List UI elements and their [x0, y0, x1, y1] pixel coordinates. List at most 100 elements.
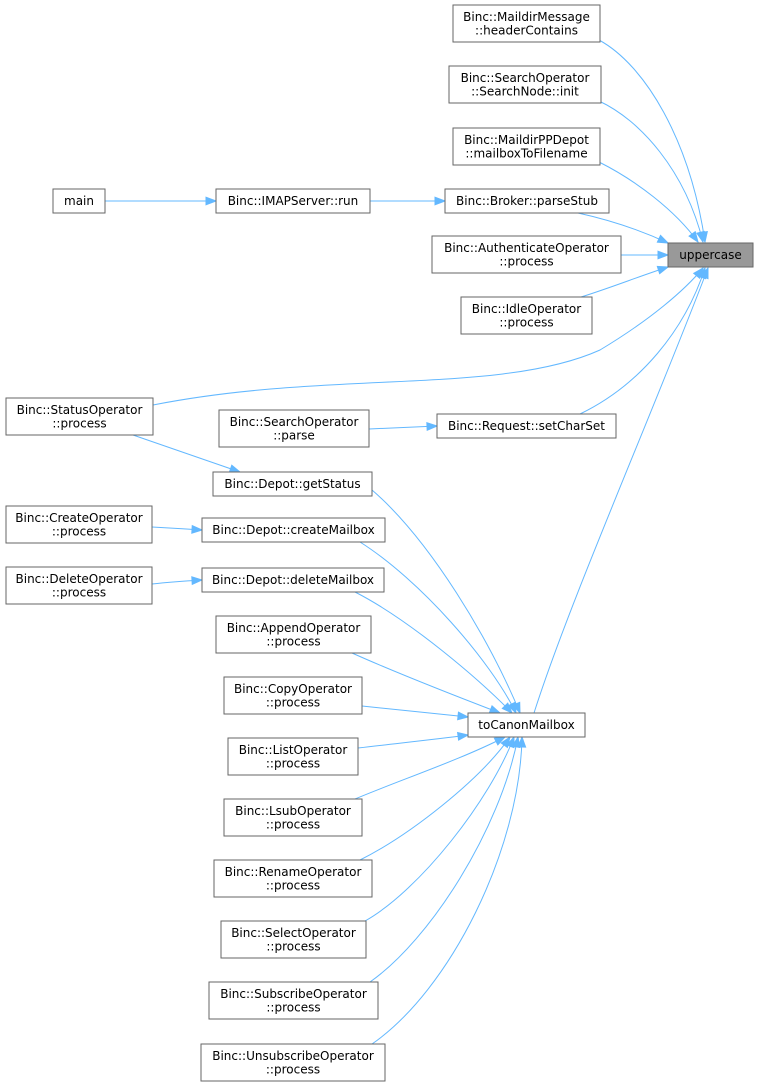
edge-headerContains-to-uppercase: [598, 39, 708, 244]
edge-lsubProcess-to-toCanonMailbox: [354, 736, 507, 800]
node-appendProcess[interactable]: Binc::AppendOperator::process: [215, 615, 372, 654]
node-label: ::process: [266, 878, 320, 892]
node-authProcess[interactable]: Binc::AuthenticateOperator::process: [431, 235, 622, 274]
edge-arrowhead: [434, 196, 447, 206]
node-label: ::process: [499, 254, 553, 268]
node-box[interactable]: [5, 397, 154, 436]
node-box[interactable]: [223, 676, 363, 715]
node-searchInit[interactable]: Binc::SearchOperator::SearchNode::init: [448, 65, 602, 104]
node-setCharSet[interactable]: Binc::Request::setCharSet: [436, 413, 617, 439]
node-listProcess[interactable]: Binc::ListOperator::process: [227, 737, 359, 776]
edge-statusProcess-to-uppercase: [152, 266, 704, 406]
node-getStatus[interactable]: Binc::Depot::getStatus: [212, 471, 373, 497]
edge-line: [371, 736, 523, 1045]
edge-arrowhead: [457, 711, 470, 721]
node-box[interactable]: [227, 737, 359, 776]
edge-line: [364, 736, 515, 922]
node-box[interactable]: [200, 1043, 386, 1082]
node-deleteProcess[interactable]: Binc::DeleteOperator::process: [5, 566, 153, 605]
node-copyProcess[interactable]: Binc::CopyOperator::process: [223, 676, 363, 715]
edge-deleteProcess-to-deleteMailbox: [151, 576, 204, 586]
node-label: Binc::AuthenticateOperator: [444, 241, 609, 255]
node-label: Binc::CreateOperator: [15, 511, 143, 525]
edge-arrowhead: [517, 735, 527, 748]
node-box[interactable]: [5, 505, 153, 544]
edge-line: [598, 100, 704, 243]
node-label: Binc::LsubOperator: [235, 804, 351, 818]
node-label: ::process: [266, 695, 320, 709]
node-subscribeProcess[interactable]: Binc::SubscribeOperator::process: [208, 981, 379, 1020]
edge-parseStub-to-uppercase: [577, 212, 670, 244]
node-uppercase[interactable]: uppercase: [667, 242, 754, 268]
node-label: ::process: [266, 817, 320, 831]
edge-arrowhead: [688, 230, 699, 244]
node-box[interactable]: [213, 859, 373, 898]
edges-layer: [105, 39, 709, 1045]
node-deleteMailbox[interactable]: Binc::Depot::deleteMailbox: [201, 567, 385, 593]
node-box[interactable]: [667, 242, 754, 268]
edge-arrowhead: [656, 234, 670, 244]
node-box[interactable]: [452, 127, 601, 166]
node-label: ::process: [52, 416, 106, 430]
node-lsubProcess[interactable]: Binc::LsubOperator::process: [223, 798, 363, 837]
node-label: main: [64, 194, 94, 208]
node-box[interactable]: [452, 4, 601, 43]
node-searchParse[interactable]: Binc::SearchOperator::parse: [218, 409, 370, 448]
node-box[interactable]: [215, 188, 371, 214]
edge-selectProcess-to-toCanonMailbox: [364, 735, 515, 922]
node-box[interactable]: [201, 517, 386, 543]
node-box[interactable]: [212, 471, 373, 497]
edge-line: [152, 267, 704, 406]
edge-arrowhead: [205, 196, 218, 206]
node-createMailbox[interactable]: Binc::Depot::createMailbox: [201, 517, 386, 543]
edge-setCharSet-to-uppercase: [579, 266, 707, 415]
node-box[interactable]: [201, 567, 385, 593]
node-toCanonMailbox[interactable]: toCanonMailbox: [467, 712, 586, 738]
node-box[interactable]: [467, 712, 586, 738]
node-label: Binc::SubscribeOperator: [220, 987, 367, 1001]
node-label: uppercase: [679, 248, 741, 262]
node-label: Binc::MaildirMessage: [463, 10, 590, 24]
edge-searchInit-to-uppercase: [598, 100, 705, 244]
node-mailboxToFilename[interactable]: Binc::MaildirPPDepot::mailboxToFilename: [452, 127, 601, 166]
node-statusProcess[interactable]: Binc::StatusOperator::process: [5, 397, 154, 436]
node-box[interactable]: [223, 798, 363, 837]
edge-line: [351, 652, 501, 714]
edge-listProcess-to-toCanonMailbox: [357, 731, 470, 749]
node-box[interactable]: [220, 920, 367, 959]
node-createProcess[interactable]: Binc::CreateOperator::process: [5, 505, 153, 544]
node-box[interactable]: [436, 413, 617, 439]
node-box[interactable]: [215, 615, 372, 654]
node-headerContains[interactable]: Binc::MaildirMessage::headerContains: [452, 4, 601, 43]
node-box[interactable]: [444, 188, 610, 214]
node-parseStub[interactable]: Binc::Broker::parseStub: [444, 188, 610, 214]
node-label: ::mailboxToFilename: [465, 146, 587, 160]
edge-arrowhead: [488, 705, 502, 714]
node-label: Binc::RenameOperator: [225, 865, 362, 879]
node-main[interactable]: main: [52, 188, 106, 214]
edge-idleProcess-to-uppercase: [580, 265, 670, 298]
edge-arrowhead: [456, 731, 470, 741]
node-imapRun[interactable]: Binc::IMAPServer::run: [215, 188, 371, 214]
node-label: Binc::Depot::getStatus: [224, 477, 360, 491]
node-label: ::process: [266, 756, 320, 770]
node-box[interactable]: [431, 235, 622, 274]
edge-line: [533, 267, 709, 714]
node-label: Binc::UnsubscribeOperator: [212, 1049, 374, 1063]
node-box[interactable]: [5, 566, 153, 605]
node-box[interactable]: [52, 188, 106, 214]
node-selectProcess[interactable]: Binc::SelectOperator::process: [220, 920, 367, 959]
node-box[interactable]: [208, 981, 379, 1020]
node-label: ::process: [52, 585, 106, 599]
edge-deleteMailbox-to-toCanonMailbox: [354, 591, 513, 715]
node-label: Binc::Request::setCharSet: [448, 419, 605, 433]
node-box[interactable]: [448, 65, 602, 104]
node-box[interactable]: [460, 296, 593, 335]
node-label: Binc::Depot::deleteMailbox: [212, 573, 374, 587]
node-idleProcess[interactable]: Binc::IdleOperator::process: [460, 296, 593, 335]
edge-arrowhead: [696, 230, 705, 244]
node-unsubscribeProcess[interactable]: Binc::UnsubscribeOperator::process: [200, 1043, 386, 1082]
node-box[interactable]: [218, 409, 370, 448]
node-renameProcess[interactable]: Binc::RenameOperator::process: [213, 859, 373, 898]
edge-line: [368, 425, 438, 430]
